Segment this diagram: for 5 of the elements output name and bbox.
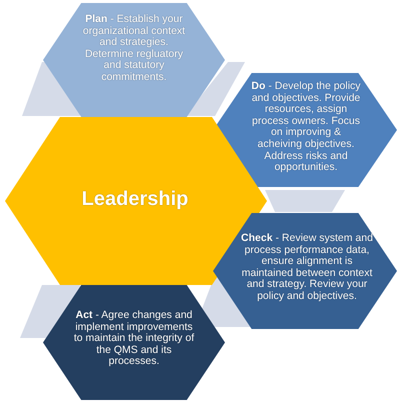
hexagon-text: Do - Develop the policy and objectives. Provide resources, assign process owners. Focus on improving & acheiving objectives. Address risks and opportunities. [251, 81, 361, 174]
hexagon-title: Leadership [80, 187, 190, 211]
hexagon-text: Plan - Establish your organizational context and strategies. Determine regluatory and statutory commitments. [82, 14, 186, 84]
hexagon-text: Check - Review system and process performance data, ensure alignment is maintained between context and strategy. Review your policy and objectives. [241, 233, 373, 303]
hexagon-text: Act - Agree changes and implement improvements to maintain the integrity of the QMS and its processes. [72, 310, 196, 368]
